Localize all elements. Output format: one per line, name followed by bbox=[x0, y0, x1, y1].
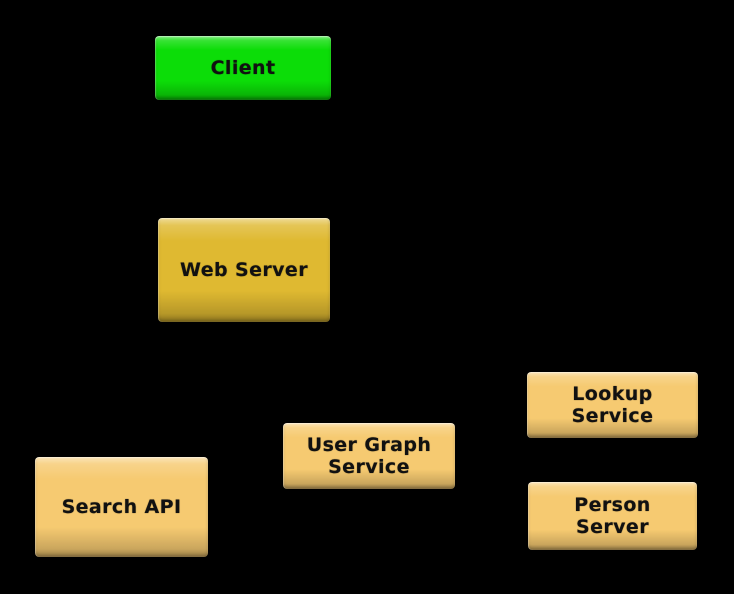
node-lookup-service-label-line1: Lookup bbox=[572, 383, 653, 405]
node-web-server-label: Web Server bbox=[180, 259, 308, 281]
node-user-graph-service-label-line2: Service bbox=[328, 456, 410, 478]
node-user-graph-service[interactable]: User Graph Service bbox=[283, 423, 455, 489]
node-user-graph-service-label-line1: User Graph bbox=[306, 434, 432, 456]
node-search-api-label: Search API bbox=[61, 496, 182, 518]
node-person-server[interactable]: Person Server bbox=[528, 482, 697, 550]
node-search-api[interactable]: Search API bbox=[35, 457, 208, 557]
node-lookup-service[interactable]: Lookup Service bbox=[527, 372, 698, 438]
node-client[interactable]: Client bbox=[155, 36, 331, 100]
node-person-server-label-line2: Server bbox=[576, 516, 649, 538]
node-client-label: Client bbox=[210, 57, 276, 79]
node-person-server-label-line1: Person bbox=[574, 494, 651, 516]
node-lookup-service-label-line2: Service bbox=[571, 405, 654, 427]
node-web-server[interactable]: Web Server bbox=[158, 218, 330, 322]
